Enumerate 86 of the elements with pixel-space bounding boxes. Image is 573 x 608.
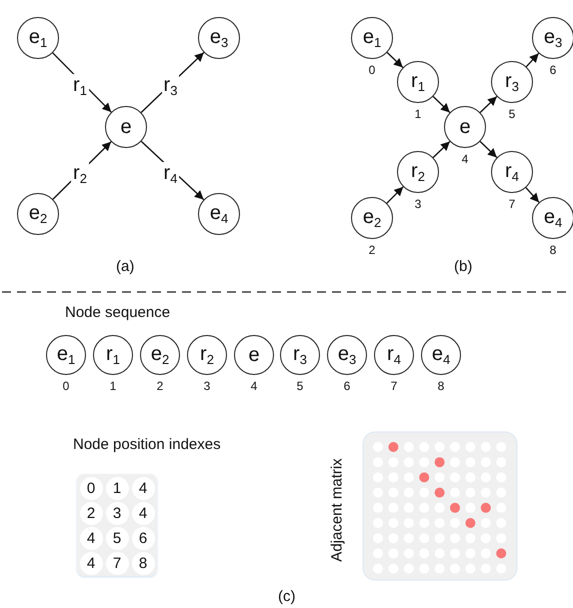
node-label: e — [248, 345, 260, 365]
node-label: e$_{3}$ — [210, 27, 228, 49]
panel-caption: (a) — [116, 258, 134, 275]
panel-caption: (b) — [454, 258, 472, 275]
node-circle — [327, 335, 367, 375]
axis-label: Adjacent matrix — [328, 458, 346, 562]
node-circle — [351, 17, 393, 59]
edge-label: r$_{4}$ — [162, 162, 180, 186]
node-label: r$_{3}$ — [293, 344, 307, 366]
index-number: 7 — [508, 197, 516, 211]
edge-label: r$_{2}$ — [71, 162, 89, 186]
index-number: 6 — [344, 379, 350, 393]
index-number: 3 — [414, 197, 422, 211]
node-label: e — [459, 117, 471, 137]
index-number: 4 — [250, 379, 258, 393]
node-circle — [105, 106, 147, 148]
node-circle — [198, 193, 240, 235]
node-circle — [491, 151, 533, 193]
node-label: r$_{4}$ — [505, 161, 519, 183]
node-label: e$_{4}$ — [544, 207, 562, 229]
node-label: e$_{4}$ — [432, 344, 450, 366]
index-number: 0 — [368, 63, 376, 77]
section-heading: Node position indexes — [73, 436, 221, 453]
panel-caption: (c) — [278, 588, 296, 605]
arrow — [480, 96, 498, 113]
index-number: 5 — [296, 379, 304, 393]
node-circle — [421, 335, 461, 375]
arrow — [386, 186, 404, 204]
node-label: r$_{4}$ — [387, 344, 401, 366]
node-circle — [46, 335, 86, 375]
arrow — [140, 140, 204, 200]
node-circle — [532, 197, 573, 239]
node-circle — [280, 335, 320, 375]
node-circle — [374, 335, 414, 375]
index-number: 2 — [156, 379, 164, 393]
arrow — [386, 52, 404, 68]
edge-label: r$_{1}$ — [71, 74, 89, 98]
node-label: e$_{3}$ — [544, 27, 562, 49]
index-number: 7 — [390, 379, 398, 393]
node-circle — [532, 17, 573, 59]
node-label: r$_{1}$ — [411, 71, 425, 93]
index-number: 1 — [110, 379, 116, 393]
node-label: e$_{2}$ — [150, 344, 170, 366]
section-heading: Node sequence — [65, 304, 170, 321]
node-label: e$_{1}$ — [362, 27, 382, 49]
node-circle — [351, 197, 393, 239]
arrow — [52, 52, 112, 113]
index-number: 8 — [550, 243, 556, 257]
node-label: r$_{2}$ — [200, 344, 214, 366]
index-number: 2 — [368, 243, 376, 257]
node-label: e$_{2}$ — [362, 207, 382, 229]
node-circle — [234, 335, 274, 375]
index-number: 0 — [62, 379, 70, 393]
node-label: e$_{1}$ — [28, 27, 48, 49]
index-number: 5 — [508, 107, 516, 121]
index-number: 4 — [462, 152, 468, 166]
arrow — [525, 187, 540, 203]
node-circle — [397, 61, 439, 103]
index-number: 1 — [414, 107, 422, 121]
node-label: e$_{2}$ — [28, 203, 48, 225]
arrow — [140, 52, 204, 113]
node-label: r$_{3}$ — [505, 71, 519, 93]
arrow — [432, 96, 450, 113]
node-circle — [198, 17, 240, 59]
edge-label: r$_{3}$ — [162, 74, 180, 98]
node-circle — [187, 335, 227, 375]
arrow — [432, 141, 450, 158]
node-circle — [93, 335, 133, 375]
node-circle — [17, 193, 59, 235]
node-label: e$_{1}$ — [56, 344, 76, 366]
node-circle — [17, 17, 59, 59]
index-number: 8 — [438, 379, 444, 393]
index-number: 3 — [204, 379, 210, 393]
node-label: e$_{3}$ — [338, 344, 356, 366]
node-circle — [444, 106, 486, 148]
node-label: r$_{1}$ — [106, 344, 120, 366]
node-label: e — [120, 117, 132, 137]
node-circle — [397, 151, 439, 193]
arrow — [480, 141, 498, 158]
arrow — [52, 141, 112, 200]
node-label: r$_{2}$ — [411, 161, 425, 183]
node-circle — [140, 335, 180, 375]
node-label: e$_{4}$ — [210, 203, 228, 225]
node-circle — [491, 61, 533, 103]
arrow — [526, 52, 540, 68]
index-number: 6 — [550, 63, 556, 77]
